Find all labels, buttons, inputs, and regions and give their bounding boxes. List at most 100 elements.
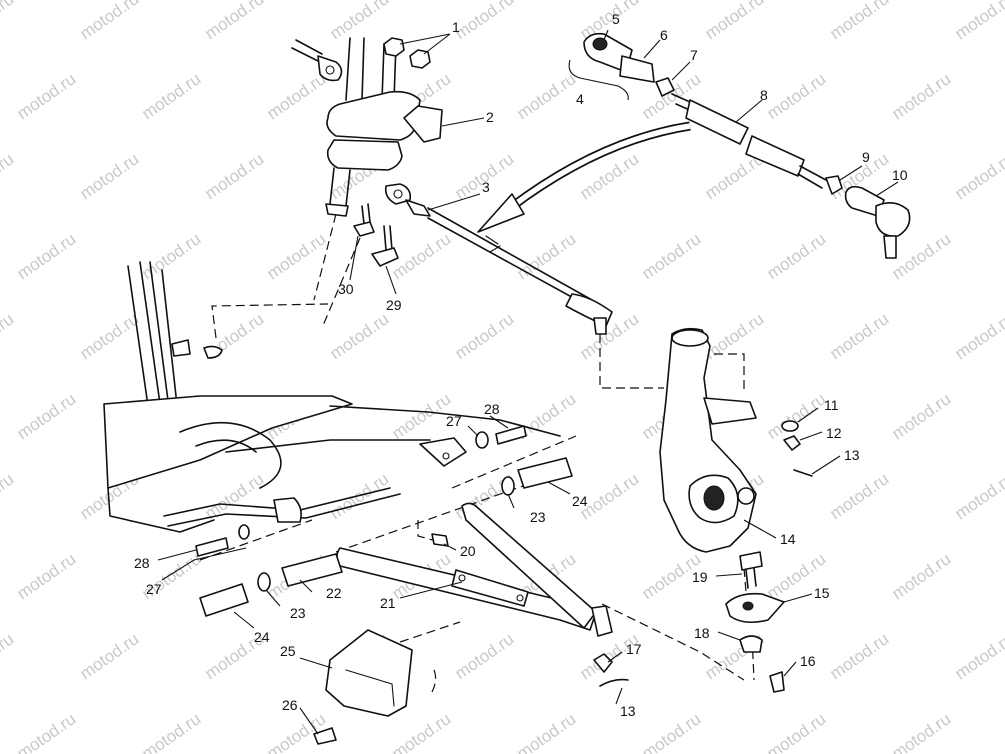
- callout-24-left: 24: [254, 629, 270, 645]
- watermark-text: motod.ru: [0, 0, 17, 43]
- watermark-text: motod.ru: [388, 709, 454, 754]
- watermark-text: motod.ru: [13, 389, 79, 443]
- watermark-text: motod.ru: [0, 309, 17, 363]
- callout-labels: 1 2 3 4 5 6 7 8 9 10 11 12 13 13 14 15 1…: [134, 11, 908, 719]
- watermark-text: motod.ru: [888, 709, 954, 754]
- callout-22: 22: [326, 585, 342, 601]
- watermark-text: motod.ru: [513, 709, 579, 754]
- watermark-text: motod.ru: [451, 309, 517, 363]
- callout-28-top: 28: [484, 401, 500, 417]
- watermark-text: motod.ru: [826, 309, 892, 363]
- callout-25: 25: [280, 643, 296, 659]
- watermark-text: motod.ru: [138, 229, 204, 283]
- watermark-text: motod.ru: [201, 149, 267, 203]
- steering-post-assembly: [291, 37, 443, 217]
- callout-12: 12: [826, 425, 842, 441]
- watermark-text: motod.ru: [763, 709, 829, 754]
- callout-27-left: 27: [146, 581, 162, 597]
- callout-23-left: 23: [290, 605, 306, 621]
- watermark-text: motod.ru: [13, 549, 79, 603]
- watermark-text: motod.ru: [13, 69, 79, 123]
- watermark-text: motod.ru: [888, 549, 954, 603]
- callout-28-left: 28: [134, 555, 150, 571]
- callout-23-right: 23: [530, 509, 546, 525]
- callout-16: 16: [800, 653, 816, 669]
- callout-14: 14: [780, 531, 796, 547]
- watermark-text: motod.ru: [76, 629, 142, 683]
- callout-17: 17: [626, 641, 642, 657]
- watermark-text: motod.ru: [388, 389, 454, 443]
- assembly-lines: [199, 213, 755, 693]
- spindle: [659, 327, 757, 553]
- bolts-29-30: [353, 203, 399, 267]
- watermark-text: motod.ru: [763, 69, 829, 123]
- watermark-text: motod.ru: [763, 229, 829, 283]
- callout-13-right: 13: [844, 447, 860, 463]
- watermark-text: motod.ru: [13, 709, 79, 754]
- callout-4: 4: [576, 91, 584, 107]
- watermark-text: motod.ru: [951, 149, 1005, 203]
- frame: [103, 261, 561, 533]
- watermark-text: motod.ru: [451, 629, 517, 683]
- callout-21: 21: [380, 595, 396, 611]
- callout-18: 18: [694, 625, 710, 641]
- ball-joint: [593, 551, 785, 693]
- callout-20: 20: [460, 543, 476, 559]
- watermark-text: motod.ru: [138, 69, 204, 123]
- watermark-text: motod.ru: [951, 469, 1005, 523]
- callout-15: 15: [814, 585, 830, 601]
- tie-rod-end-assembly: [568, 32, 911, 259]
- watermark-text: motod.ru: [513, 69, 579, 123]
- watermark-text: motod.ru: [951, 0, 1005, 43]
- tie-rod-assembly: [405, 199, 613, 335]
- watermark-text: motod.ru: [451, 0, 517, 43]
- callout-5: 5: [612, 11, 620, 27]
- callout-30: 30: [338, 281, 354, 297]
- skid-plate: [313, 629, 413, 745]
- callout-3: 3: [482, 179, 490, 195]
- callout-9: 9: [862, 149, 870, 165]
- callout-7: 7: [690, 47, 698, 63]
- callout-1: 1: [452, 19, 460, 35]
- watermark-text: motod.ru: [638, 709, 704, 754]
- bushings: [195, 425, 573, 617]
- a-arm: [281, 502, 613, 637]
- watermark-text: motod.ru: [13, 229, 79, 283]
- callout-27-top: 27: [446, 413, 462, 429]
- watermark-text: motod.ru: [326, 309, 392, 363]
- watermark-text: motod.ru: [888, 69, 954, 123]
- watermark-text: motod.ru: [326, 0, 392, 43]
- watermark-text: motod.ru: [826, 629, 892, 683]
- watermark-text: motod.ru: [451, 149, 517, 203]
- watermark-text: motod.ru: [76, 149, 142, 203]
- watermark-text: motod.ru: [888, 229, 954, 283]
- watermark-text: motod.ru: [701, 0, 767, 43]
- leader-lines: [157, 29, 899, 735]
- watermark-text: motod.ru: [76, 0, 142, 43]
- spindle-hardware: [781, 420, 813, 477]
- watermark-text: motod.ru: [638, 229, 704, 283]
- watermark-text: motod.ru: [826, 0, 892, 43]
- watermark-text: motod.ru: [0, 629, 17, 683]
- callout-24-right: 24: [572, 493, 588, 509]
- callout-6: 6: [660, 27, 668, 43]
- watermark-text: motod.ru: [888, 389, 954, 443]
- callout-2: 2: [486, 109, 494, 125]
- watermark-text: motod.ru: [0, 149, 17, 203]
- callout-11: 11: [824, 397, 839, 413]
- watermark-text: motod.ru: [0, 469, 17, 523]
- watermark-text: motod.ru: [701, 309, 767, 363]
- callout-10: 10: [892, 167, 908, 183]
- callout-19: 19: [692, 569, 708, 585]
- watermark-text: motod.ru: [201, 0, 267, 43]
- watermark-text: motod.ru: [388, 229, 454, 283]
- callout-13-bottom: 13: [620, 703, 636, 719]
- watermark-text: motod.ru: [138, 709, 204, 754]
- watermark-text: motod.ru: [263, 69, 329, 123]
- watermark-text: motod.ru: [951, 309, 1005, 363]
- watermark-text: motod.ru: [826, 469, 892, 523]
- callout-8: 8: [760, 87, 768, 103]
- watermark-text: motod.ru: [763, 389, 829, 443]
